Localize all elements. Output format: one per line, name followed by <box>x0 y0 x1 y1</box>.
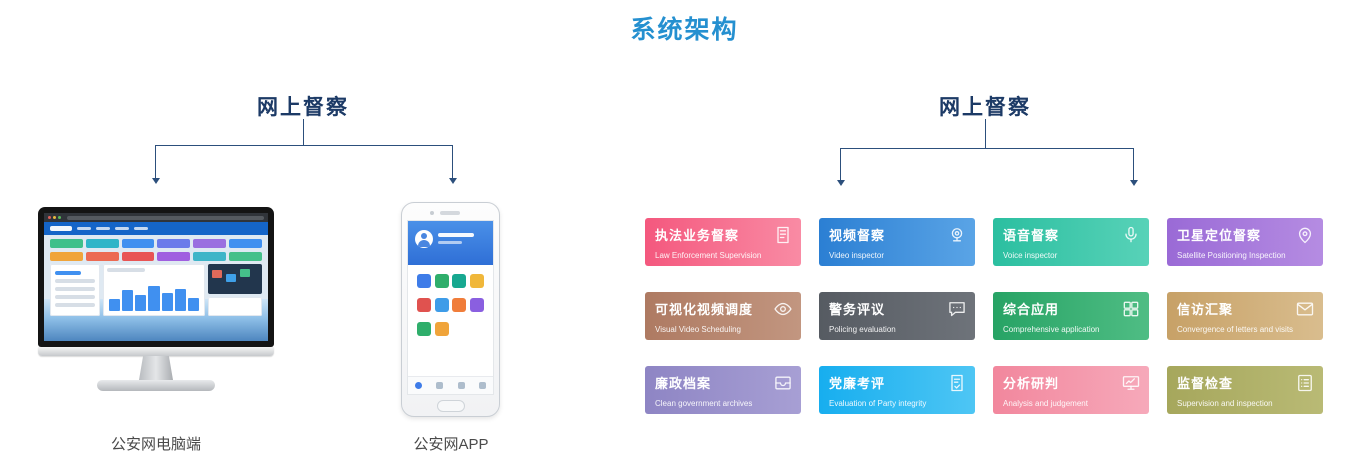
card-title: 党廉考评 <box>829 376 886 391</box>
app-grid-icon <box>1121 299 1141 319</box>
phone-screen <box>407 220 494 395</box>
card-video-inspection: 视频督察 Video inspector <box>819 218 975 266</box>
document-check-icon <box>947 373 967 393</box>
app-navbar <box>44 222 268 235</box>
dashboard-media-panel <box>208 264 262 316</box>
card-party-integrity-evaluation: 党廉考评 Evaluation of Party integrity <box>819 366 975 414</box>
monitor-frame <box>38 207 274 347</box>
right-connector-stub <box>985 119 986 148</box>
card-subtitle: Video inspector <box>829 251 884 260</box>
card-subtitle: Supervision and inspection <box>1177 399 1273 408</box>
right-connector-drop-right <box>1133 148 1134 180</box>
monitor-base <box>97 380 215 391</box>
chat-bubble-icon <box>947 299 967 319</box>
card-title: 综合应用 <box>1003 302 1060 317</box>
dashboard-tiles-row <box>44 235 268 248</box>
smartphone <box>401 202 500 417</box>
pc-client-label: 公安网电脑端 <box>110 436 201 453</box>
card-title: 可视化视频调度 <box>655 302 754 317</box>
card-clean-government-archives: 廉政档案 Clean government archives <box>645 366 801 414</box>
app-tabbar <box>408 376 493 394</box>
card-analysis-judgement: 分析研判 Analysis and judgement <box>993 366 1149 414</box>
monitor-stand <box>139 356 173 380</box>
dashboard-tiles-row <box>44 248 268 261</box>
card-title: 廉政档案 <box>655 376 712 391</box>
chart-monitor-icon <box>1121 373 1141 393</box>
report-document-icon <box>773 225 793 245</box>
phone-speaker <box>440 211 460 215</box>
card-subtitle: Analysis and judgement <box>1003 399 1088 408</box>
video-thumbnail <box>208 264 262 294</box>
webcam-icon <box>947 225 967 245</box>
down-arrow-icon <box>449 178 457 184</box>
card-satellite-positioning: 卫星定位督察 Satellite Positioning Inspection <box>1167 218 1323 266</box>
app-header <box>408 221 493 265</box>
monitor-chin <box>38 347 274 356</box>
phone-camera-dot <box>430 211 434 215</box>
app-client-label: 公安网APP <box>413 436 489 453</box>
monitor-screen <box>44 213 268 341</box>
left-connector-drop-pc <box>155 145 156 178</box>
dashboard-list-panel <box>50 264 100 316</box>
card-subtitle: Visual Video Scheduling <box>655 325 741 334</box>
avatar <box>415 230 433 248</box>
card-subtitle: Comprehensive application <box>1003 325 1100 334</box>
envelope-icon <box>1295 299 1315 319</box>
card-subtitle: Clean government archives <box>655 399 753 408</box>
checklist-icon <box>1295 373 1315 393</box>
card-title: 语音督察 <box>1003 228 1060 243</box>
dashboard-chart-panel <box>103 264 205 316</box>
browser-titlebar <box>44 213 268 222</box>
card-title: 执法业务督察 <box>655 228 740 243</box>
card-subtitle: Policing evaluation <box>829 325 896 334</box>
card-subtitle: Voice inspector <box>1003 251 1058 260</box>
card-subtitle: Law Enforcement Supervision <box>655 251 762 260</box>
card-title: 分析研判 <box>1003 376 1060 391</box>
card-law-enforcement-supervision: 执法业务督察 Law Enforcement Supervision <box>645 218 801 266</box>
card-subtitle: Satellite Positioning Inspection <box>1177 251 1286 260</box>
left-section-heading: 网上督察 <box>257 96 349 119</box>
microphone-icon <box>1121 225 1141 245</box>
eye-icon <box>773 299 793 319</box>
card-title: 卫星定位督察 <box>1177 228 1262 243</box>
left-connector-stub <box>303 119 304 145</box>
card-policing-evaluation: 警务评议 Policing evaluation <box>819 292 975 340</box>
card-title: 监督检查 <box>1177 376 1234 391</box>
left-connector-drop-app <box>452 145 453 178</box>
location-pin-icon <box>1295 225 1315 245</box>
right-connector-drop-left <box>840 148 841 180</box>
down-arrow-icon <box>1130 180 1138 186</box>
feature-card-grid: 执法业务督察 Law Enforcement Supervision 视频督察 … <box>645 218 1323 414</box>
card-title: 视频督察 <box>829 228 886 243</box>
card-visual-video-scheduling: 可视化视频调度 Visual Video Scheduling <box>645 292 801 340</box>
right-connector-horizontal <box>840 148 1133 149</box>
desktop-monitor <box>38 207 274 391</box>
down-arrow-icon <box>837 180 845 186</box>
card-subtitle: Convergence of letters and visits <box>1177 325 1294 334</box>
right-section-heading: 网上督察 <box>939 96 1031 119</box>
card-letters-visits-convergence: 信访汇聚 Convergence of letters and visits <box>1167 292 1323 340</box>
card-comprehensive-application: 综合应用 Comprehensive application <box>993 292 1149 340</box>
card-title: 警务评议 <box>829 302 886 317</box>
down-arrow-icon <box>152 178 160 184</box>
app-icon-grid <box>408 265 493 336</box>
page-title: 系统架构 <box>630 16 739 44</box>
left-connector-horizontal <box>155 145 453 146</box>
archive-inbox-icon <box>773 373 793 393</box>
card-supervision-inspection: 监督检查 Supervision and inspection <box>1167 366 1323 414</box>
card-voice-inspection: 语音督察 Voice inspector <box>993 218 1149 266</box>
dashboard-small-panel <box>208 297 262 316</box>
dashboard-panels <box>44 261 268 316</box>
card-title: 信访汇聚 <box>1177 302 1234 317</box>
card-subtitle: Evaluation of Party integrity <box>829 399 927 408</box>
phone-home-button <box>436 400 465 412</box>
